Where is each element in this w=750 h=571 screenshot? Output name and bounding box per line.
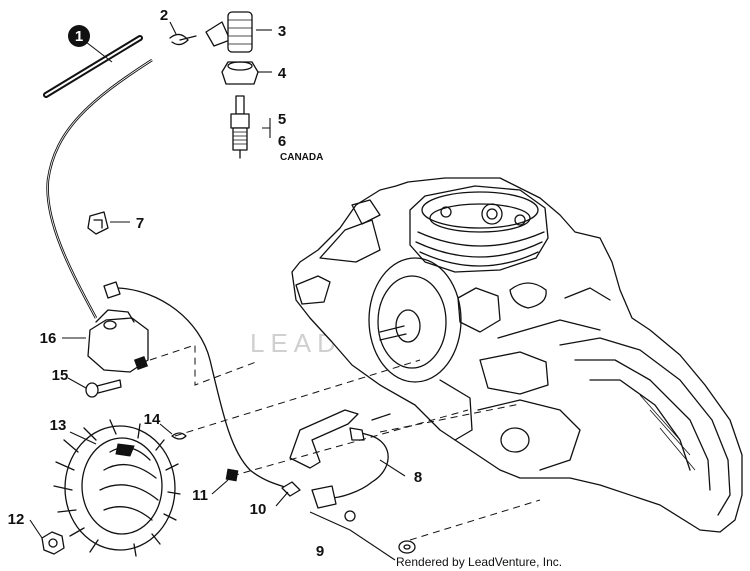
callout-14[interactable]: 14 [144,411,161,428]
part-7-clip [87,211,109,235]
callout-1[interactable]: 1 [75,28,83,45]
engine-crankcase-assembly [291,177,743,533]
callout-labels: 1 2 3 4 5 6 CANADA 7 8 9 10 11 12 13 14 … [8,7,423,560]
part-2-spring-clip [169,33,197,46]
callout-6[interactable]: 6 [278,133,286,150]
render-credit: Rendered by LeadVenture, Inc. [396,555,562,569]
callout-2[interactable]: 2 [160,7,168,24]
part-16-ignition-module [87,309,149,373]
callout-8[interactable]: 8 [414,469,422,486]
callout-3[interactable]: 3 [278,23,286,40]
part-14-key [171,432,187,440]
region-note: CANADA [280,152,323,163]
callout-7[interactable]: 7 [136,215,144,232]
callout-15[interactable]: 15 [52,367,69,384]
part-1-tube [43,35,143,98]
callout-4[interactable]: 4 [278,65,287,82]
part-12-nut [41,531,65,555]
part-11-spacer [225,468,239,482]
callout-5[interactable]: 5 [278,111,286,128]
part-10-terminal [281,481,301,497]
ground-wire [103,281,289,489]
part-13-flywheel [53,419,181,557]
callout-16[interactable]: 16 [40,330,57,347]
callout-10[interactable]: 10 [250,501,267,518]
part-5-6-spark-plug [230,95,250,159]
part-15-screw [85,379,122,398]
callout-12[interactable]: 12 [8,511,25,528]
callout-13[interactable]: 13 [50,417,67,434]
part-3-plug-boot [205,11,253,53]
callout-9[interactable]: 9 [316,543,324,560]
ignition-lead-wire [46,58,153,319]
alignment-lines [149,344,541,541]
part-9-bracket [289,409,416,554]
leader-lines [29,21,406,561]
part-4-grommet [221,61,259,85]
callout-11[interactable]: 11 [192,487,208,504]
callout-1-circle [68,25,90,47]
part-8-wire [311,427,389,522]
